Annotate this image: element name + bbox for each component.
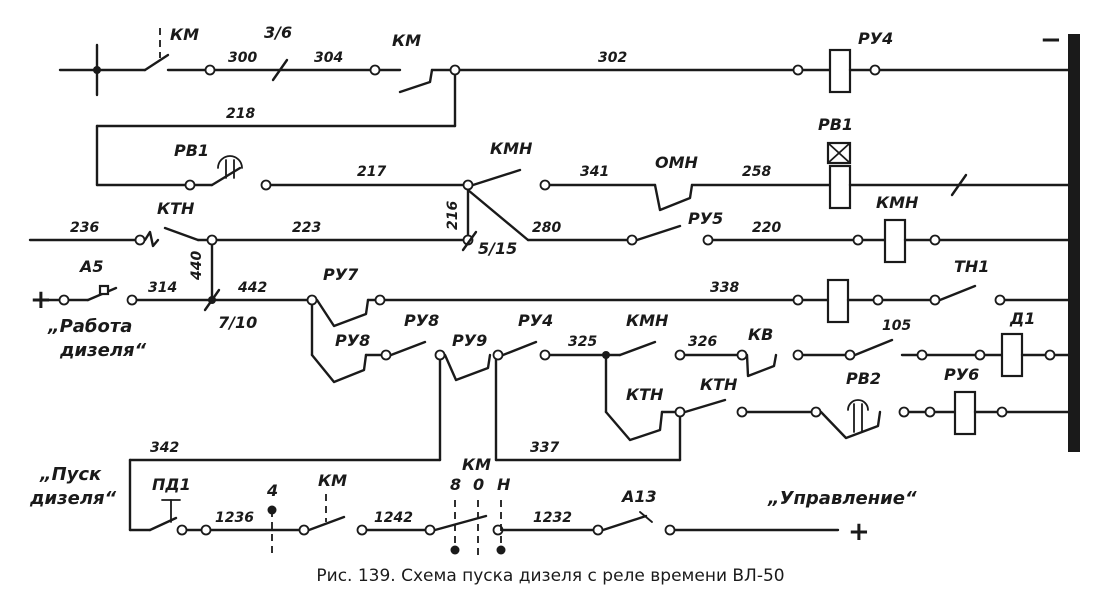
label-w338: 338 (710, 280, 739, 296)
label-km1: КМ (170, 25, 199, 44)
label-a13: А13 (620, 487, 657, 506)
d1-coil (1000, 332, 1024, 378)
label-ktn3: КТН (700, 375, 738, 394)
label-w223: 223 (292, 220, 321, 236)
label-omn: ОМН (655, 153, 699, 172)
row-3: 236 КТН 223 216 5/15 280 РУ5 220 КМН (28, 193, 1070, 302)
label-d1: Д1 (1009, 309, 1035, 328)
label-w280: 280 (532, 220, 561, 236)
label-w1236: 1236 (215, 510, 254, 526)
label-km-pos: КМ (462, 455, 491, 474)
desc-pusk-2: дизеля“ (29, 488, 117, 509)
negative-bus-bar (1068, 34, 1080, 452)
label-posN: Н (497, 475, 511, 494)
label-w342: 342 (150, 440, 179, 456)
desc-rabota-2: дизеля“ (59, 340, 147, 361)
label-rv1-contact: РВ1 (174, 141, 209, 160)
label-km2: КМ (392, 31, 421, 50)
label-ru9: РУ9 (452, 331, 487, 350)
label-ru8a: РУ8 (335, 331, 370, 350)
label-w302: 302 (598, 50, 627, 66)
desc-rabota-1: „Работа (47, 316, 132, 337)
label-pos4: 4 (266, 481, 278, 500)
label-rv1-coil: РВ1 (818, 115, 853, 134)
label-w105: 105 (882, 318, 911, 334)
label-w300: 300 (228, 50, 257, 66)
label-ktn1: КТН (157, 199, 195, 218)
desc-pusk-1: „Пуск (39, 464, 102, 485)
label-ru7: РУ7 (323, 265, 359, 284)
kmn-coil (883, 218, 907, 264)
row-1: КМ 300 3/6 304 КМ 302 РУ4 (58, 23, 1070, 128)
label-rv2: РВ2 (846, 369, 881, 388)
label-ktn2: КТН (626, 385, 664, 404)
label-a5: А5 (78, 257, 104, 276)
row-7: + ПД1 4 1236 КМ 1242 КМ 8 0 Н 1232 А13 „… (29, 455, 917, 560)
label-kmn-coil: КМН (876, 193, 919, 212)
label-w218: 218 (226, 106, 255, 122)
label-fuse36: 3/6 (264, 23, 292, 42)
desc-upravlenie: „Управление“ (767, 488, 917, 509)
label-ru4b: РУ4 (518, 311, 553, 330)
label-kv: КВ (748, 325, 773, 344)
label-ru6: РУ6 (944, 365, 979, 384)
label-fuse515: 5/15 (478, 239, 517, 258)
row-4: + А5 314 440 442 7/10 РУ7 338 (30, 251, 1070, 361)
label-ru8b: РУ8 (404, 311, 439, 330)
label-ru4-coil: РУ4 (858, 29, 893, 48)
label-kmn2: КМН (626, 311, 669, 330)
label-tn1: ТН1 (954, 257, 989, 276)
row-2: РВ1 217 КМН 341 ОМН 258 РВ1 (95, 115, 1070, 242)
label-w304: 304 (314, 50, 343, 66)
label-ru5: РУ5 (688, 209, 723, 228)
label-kmn1: КМН (490, 139, 533, 158)
link-218: 218 (95, 106, 457, 187)
label-w217: 217 (357, 164, 386, 180)
label-fuse710: 7/10 (218, 313, 257, 332)
label-pd1: ПД1 (152, 475, 191, 494)
plus-left: + (30, 285, 52, 315)
label-pos0: 0 (473, 475, 484, 494)
label-w341: 341 (580, 164, 609, 180)
label-w314: 314 (148, 280, 177, 296)
label-w325: 325 (568, 334, 597, 350)
label-w442: 442 (237, 280, 267, 296)
minus-sign: − (1040, 25, 1062, 55)
rv1-coil (828, 164, 852, 210)
plus-bottom: + (848, 517, 870, 547)
label-pos8: 8 (450, 475, 461, 494)
label-w216: 216 (445, 201, 461, 230)
label-w258: 258 (742, 164, 771, 180)
return-wires: 342 337 (128, 440, 682, 532)
label-km-bottom: КМ (318, 471, 347, 490)
row-6: КТН КТН РВ2 РУ6 (604, 365, 1070, 462)
label-w337: 337 (530, 440, 559, 456)
label-w1242: 1242 (374, 510, 413, 526)
label-w1232: 1232 (533, 510, 572, 526)
ru6-coil (953, 390, 977, 436)
label-w220: 220 (752, 220, 781, 236)
label-w440: 440 (189, 251, 205, 281)
ru4-coil (828, 48, 852, 94)
row-5: РУ8 РУ8 РУ9 РУ4 325 КМН 326 КВ 105 Д1 (310, 309, 1070, 462)
ru-row4-coil (826, 278, 850, 324)
figure-caption: Рис. 139. Схема пуска дизеля с реле врем… (316, 566, 785, 586)
label-w326: 326 (688, 334, 717, 350)
label-w236: 236 (70, 220, 99, 236)
